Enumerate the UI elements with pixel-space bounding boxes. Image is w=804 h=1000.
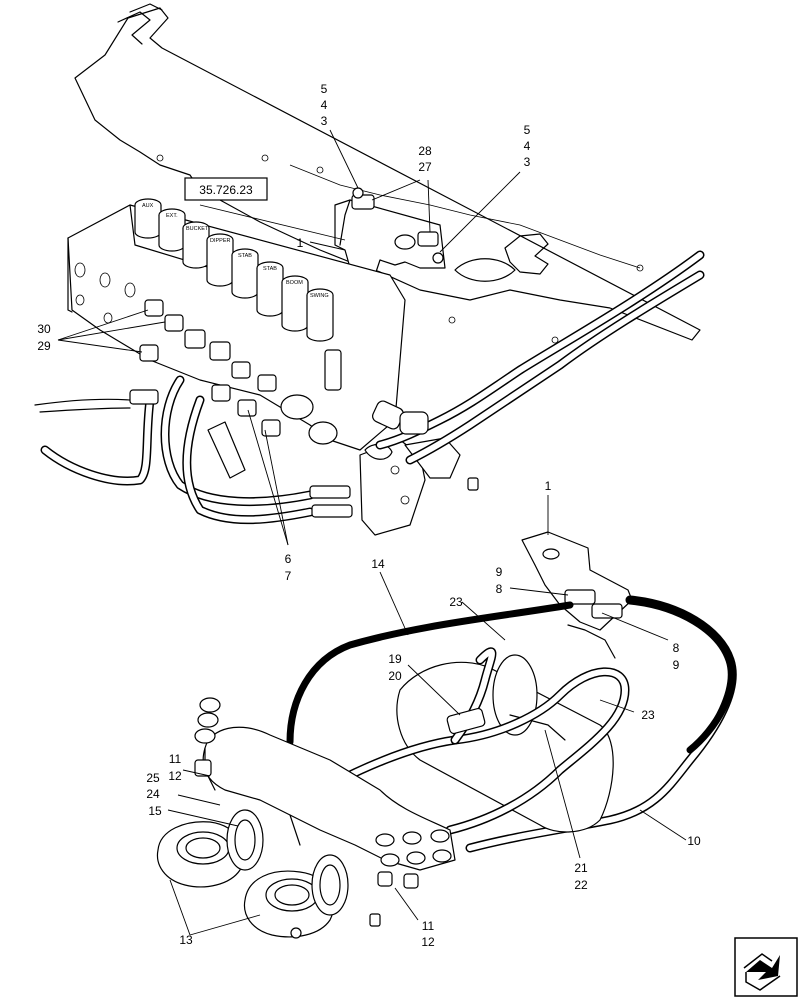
valve-fittings [139, 299, 342, 479]
callout-19: 19 [388, 652, 402, 666]
callout-13: 13 [179, 933, 193, 947]
bolt-group-left [194, 697, 221, 777]
callout-30: 30 [37, 322, 51, 336]
reference-box-label: 35.726.23 [199, 183, 253, 197]
callout-12-bottom: 12 [421, 935, 435, 949]
callout-23-upper: 23 [449, 595, 463, 609]
callout-8-lower: 8 [673, 641, 680, 655]
callout-top-right-4: 4 [524, 139, 531, 153]
svg-text:EXT.: EXT. [166, 213, 178, 219]
callout-20: 20 [388, 669, 402, 683]
callout-top-left-5: 5 [321, 82, 328, 96]
leader-lines [57, 129, 687, 936]
svg-text:STAB: STAB [263, 266, 277, 272]
callout-top-left-4: 4 [321, 98, 328, 112]
rod-eye-left [156, 809, 264, 888]
hose-14 [286, 601, 574, 746]
callout-24: 24 [146, 787, 160, 801]
callout-11-bottom: 11 [422, 919, 435, 933]
callout-top-right-3: 3 [524, 155, 531, 169]
svg-text:BUCKET: BUCKET [186, 226, 209, 232]
callout-15: 15 [148, 804, 162, 818]
callout-21: 21 [574, 861, 588, 875]
spool-caps: AUX EXT. BUCKET DIPPER STAB [134, 198, 334, 342]
svg-text:SWING: SWING [310, 293, 329, 299]
svg-text:STAB: STAB [238, 253, 252, 259]
callout-top-right-5: 5 [524, 123, 531, 137]
callout-7: 7 [285, 569, 292, 583]
callout-8-upper: 8 [496, 582, 503, 596]
axle-beam [194, 697, 456, 889]
callout-6: 6 [285, 552, 292, 566]
reference-box[interactable]: 35.726.23 [184, 177, 268, 201]
callout-22: 22 [574, 878, 588, 892]
control-valve-bank: AUX EXT. BUCKET DIPPER STAB [67, 198, 479, 536]
callout-25: 25 [146, 771, 160, 785]
rod-eye-right [243, 854, 381, 939]
hose-23 [335, 647, 630, 835]
rod-eyes [156, 809, 381, 939]
callout-10: 10 [687, 834, 701, 848]
callout-9-lower: 9 [673, 658, 680, 672]
callout-labels: 5 4 3 5 4 3 28 27 1 30 29 6 7 1 14 23 9 … [37, 82, 701, 949]
bolt-group-right [375, 829, 452, 889]
callout-27: 27 [418, 160, 432, 174]
callout-1-upper: 1 [297, 236, 304, 250]
callout-1-lower: 1 [545, 479, 552, 493]
svg-text:AUX: AUX [142, 203, 154, 209]
next-page-arrow-icon[interactable] [734, 937, 798, 997]
svg-text:BOOM: BOOM [286, 280, 303, 286]
callout-top-left-3: 3 [321, 114, 328, 128]
callout-12-left: 12 [168, 769, 182, 783]
callout-9-upper: 9 [496, 565, 503, 579]
svg-text:DIPPER: DIPPER [210, 238, 231, 244]
callout-23-right: 23 [641, 708, 655, 722]
upper-hoses [34, 250, 705, 525]
callout-11-left: 11 [169, 752, 182, 766]
lower-bracket [521, 531, 633, 659]
callout-14: 14 [371, 557, 385, 571]
callout-29: 29 [37, 339, 51, 353]
callout-28: 28 [418, 144, 432, 158]
